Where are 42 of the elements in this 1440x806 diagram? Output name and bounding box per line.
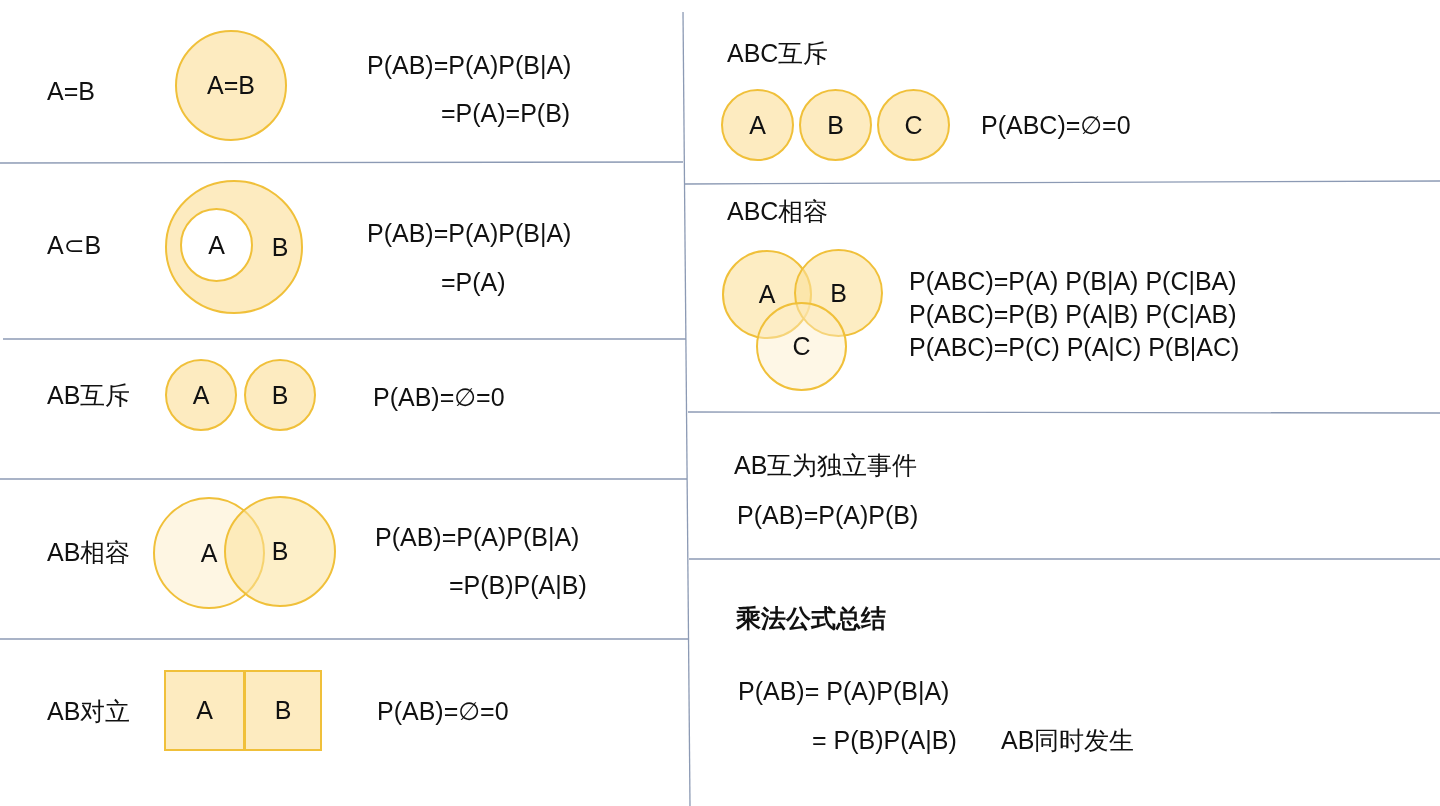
set-label: A (200, 538, 218, 568)
formula: P(ABC)=P(C) P(A|C) P(B|AC) (909, 332, 1240, 362)
formula: =P(A)=P(B) (441, 98, 571, 128)
formula: = P(B)P(A|B) (812, 725, 957, 755)
set-label: B (271, 537, 289, 566)
formula: P(AB)=∅=0 (373, 382, 505, 412)
set-label: B (830, 278, 847, 308)
relation-label: AB互斥 (47, 380, 131, 410)
set-label: A (208, 230, 225, 260)
set-label: A (758, 280, 776, 309)
relation-label: A⊂B (47, 230, 102, 260)
set-label: B (271, 380, 289, 410)
set-label: C (904, 110, 923, 140)
formula: P(AB)=P(A)P(B|A) (367, 218, 572, 248)
formula: P(AB)= P(A)P(B|A) (738, 676, 950, 706)
formula: =P(A) (441, 267, 506, 297)
event-rectangle (244, 670, 322, 751)
set-label: A (192, 380, 210, 410)
formula: =P(B)P(A|B) (449, 570, 587, 600)
set-label: B (827, 110, 844, 140)
formula: P(AB)=P(A)P(B) (737, 500, 919, 530)
relation-label: AB相容 (47, 537, 131, 567)
formula: P(ABC)=P(A) P(B|A) P(C|BA) (909, 266, 1237, 296)
set-label: C (792, 332, 811, 361)
relation-label: ABC相容 (727, 196, 829, 226)
formula: P(AB)=P(A)P(B|A) (375, 522, 580, 552)
set-label: A (196, 696, 213, 725)
formula: P(AB)=∅=0 (377, 696, 509, 726)
formula: P(ABC)=P(B) P(A|B) P(C|AB) (909, 299, 1237, 329)
section-heading: 乘法公式总结 (736, 603, 886, 633)
note: AB同时发生 (1001, 725, 1135, 755)
formula: P(ABC)=∅=0 (981, 110, 1131, 140)
formula: P(AB)=P(A)P(B|A) (367, 50, 572, 80)
set-label: A (749, 110, 766, 140)
relation-label: A=B (47, 76, 95, 106)
set-label: B (274, 696, 292, 725)
set-label: A=B (207, 71, 255, 100)
set-label: B (271, 232, 289, 262)
relation-label: AB对立 (47, 696, 131, 726)
event-rectangle (164, 670, 245, 751)
relation-label: ABC互斥 (727, 38, 829, 68)
relation-label: AB互为独立事件 (734, 450, 918, 480)
